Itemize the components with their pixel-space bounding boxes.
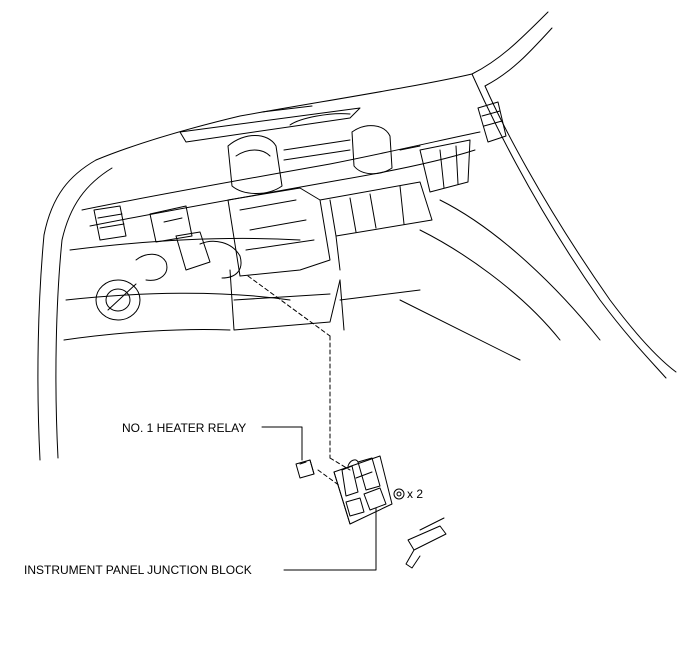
nut-fastener — [393, 488, 405, 500]
heater-relay-part — [295, 459, 315, 479]
installation-guide-lines — [247, 275, 351, 487]
windshield-frame — [95, 11, 677, 379]
heater-unit — [227, 139, 471, 277]
steering-column-hub — [95, 279, 141, 321]
lower-dashboard — [63, 205, 345, 341]
defroster-ducts — [227, 113, 393, 194]
heater-relay-label: NO. 1 HEATER RELAY — [122, 421, 247, 435]
right-air-vent — [477, 101, 507, 143]
fastener-quantity-label: x 2 — [407, 487, 424, 501]
junction-block-label: INSTRUMENT PANEL JUNCTION BLOCK — [24, 563, 252, 577]
dashboard-upper — [81, 105, 481, 227]
left-air-vent — [93, 205, 127, 241]
leader-lines — [261, 426, 377, 571]
floor-lines — [339, 199, 601, 361]
door-opening-edge — [37, 159, 113, 461]
bracket-part — [405, 517, 447, 569]
junction-block-part — [333, 455, 393, 525]
